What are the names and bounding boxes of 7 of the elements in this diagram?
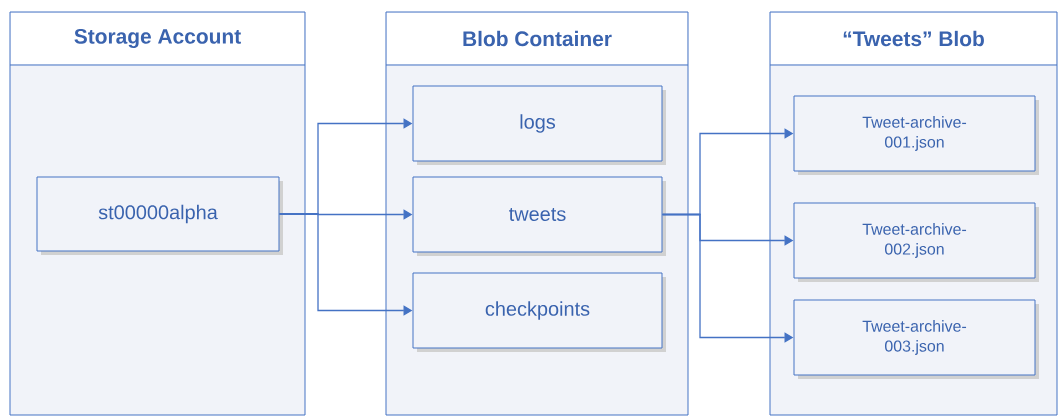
item-box: checkpoints <box>412 272 666 352</box>
item-box: tweets <box>412 176 666 256</box>
item-box: logs <box>412 85 666 165</box>
item-box: st00000alpha <box>36 176 283 255</box>
item-box: Tweet-archive-001.json <box>793 95 1039 175</box>
item-box: Tweet-archive-002.json <box>793 202 1039 282</box>
item-box: Tweet-archive-003.json <box>793 299 1039 379</box>
